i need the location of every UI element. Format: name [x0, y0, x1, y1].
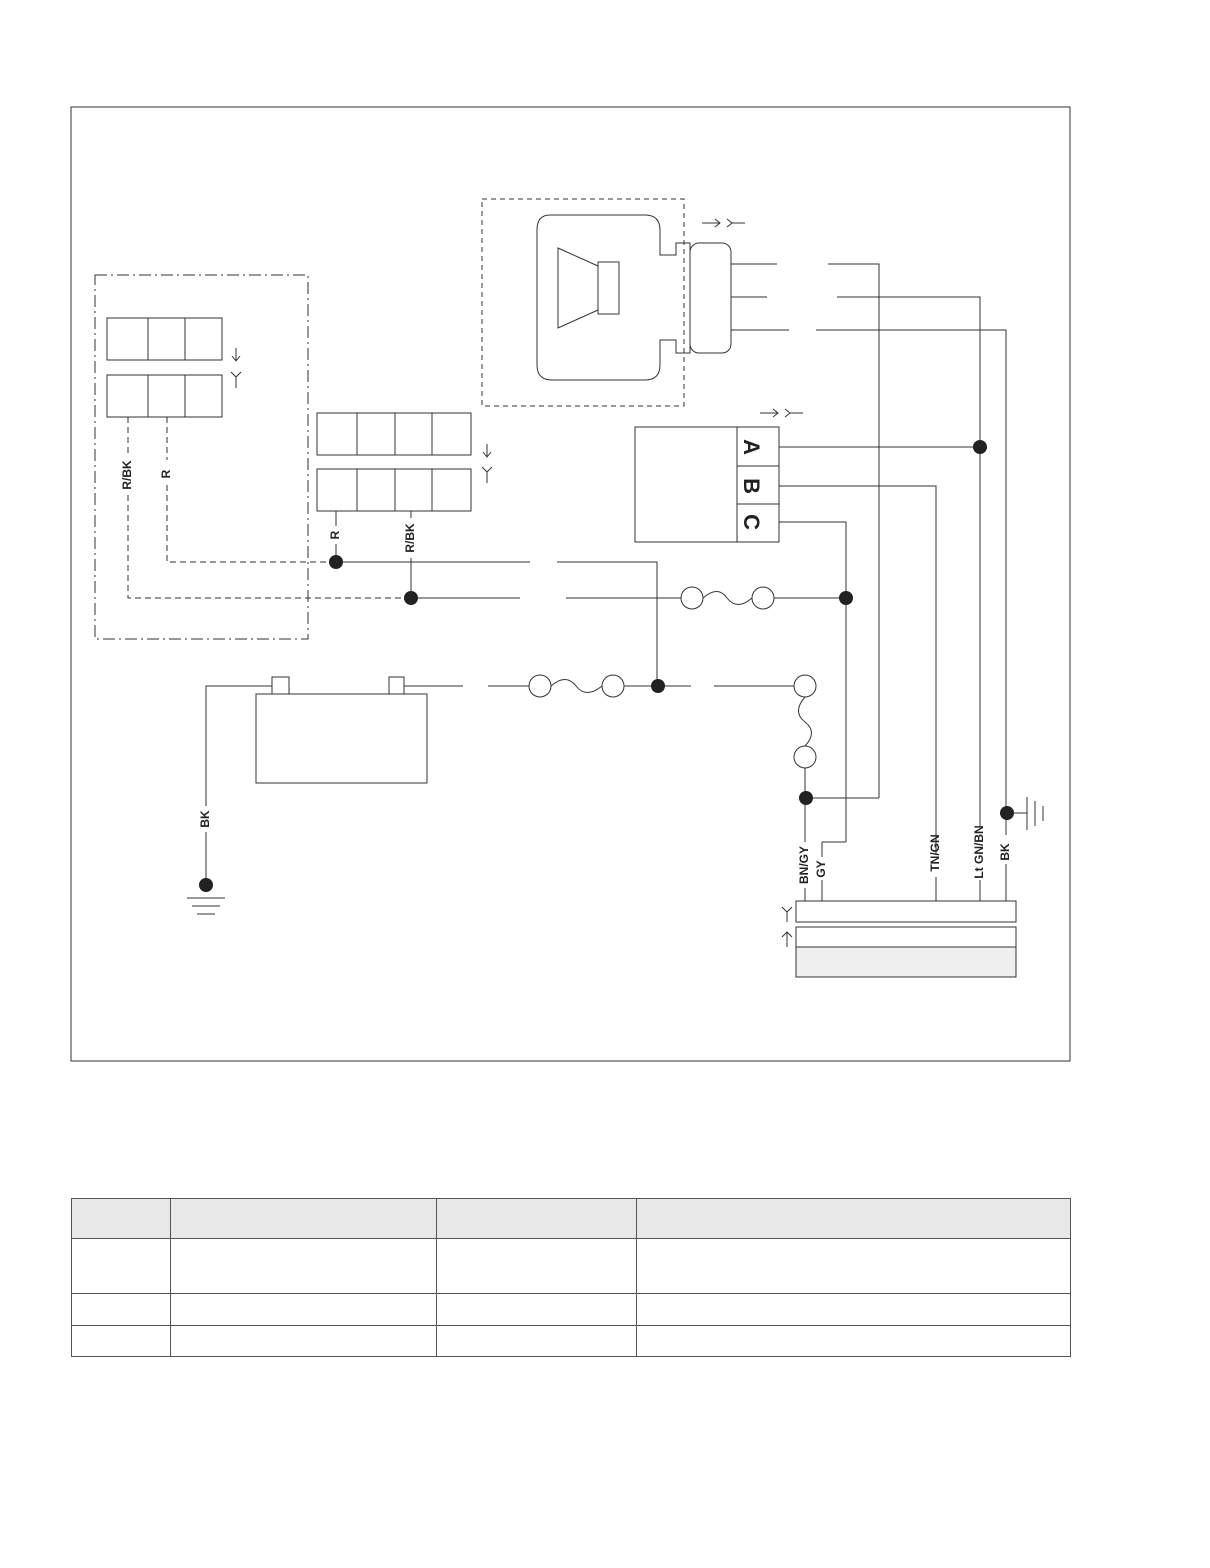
table-header-cell	[71, 1198, 171, 1239]
table-cell	[436, 1238, 637, 1294]
switch-contacts-top	[106, 317, 223, 361]
table-cell	[71, 1293, 171, 1326]
pin-label-c: C	[739, 514, 764, 530]
table-header-row	[71, 1198, 1071, 1239]
table-header-cell	[170, 1198, 437, 1239]
battery	[255, 693, 428, 784]
speaker-icon	[557, 247, 599, 329]
connector-arrow-icon	[702, 218, 745, 228]
junction-dot	[973, 440, 987, 454]
ground-icon	[187, 897, 225, 915]
table-row	[71, 1238, 1071, 1294]
junction-dot	[329, 555, 343, 569]
switch-contacts-bottom	[106, 374, 223, 418]
fuse-1-link	[702, 591, 753, 605]
ground-icon	[1026, 797, 1044, 830]
junction-dot	[199, 878, 213, 892]
fuse-1-terminal	[680, 586, 704, 610]
harness-connector-top	[795, 900, 1017, 923]
junction-dot	[404, 591, 418, 605]
fuse-3-terminal	[793, 745, 817, 769]
junction-dot	[799, 791, 813, 805]
connector-arrow-icon	[760, 408, 803, 418]
speaker-module-outline	[481, 198, 685, 407]
table-cell	[636, 1293, 1071, 1326]
junction-dot	[1000, 806, 1014, 820]
controller-module	[634, 426, 780, 543]
wire-label: Lt GN/BN	[972, 825, 986, 878]
table-header-cell	[636, 1198, 1071, 1239]
switch-module-outline	[94, 274, 309, 640]
legend-table	[71, 1198, 1071, 1357]
fuse-main-link	[550, 679, 603, 693]
wire-label: BK	[998, 843, 1012, 861]
table-cell	[636, 1238, 1071, 1294]
table-header-cell	[436, 1198, 637, 1239]
table-row	[71, 1293, 1071, 1326]
switch2-arrow-icon	[481, 444, 493, 483]
table-cell	[436, 1293, 637, 1326]
pin-label-b: B	[739, 478, 764, 494]
switch2-contacts-bottom	[316, 468, 472, 512]
fuse-main-terminal	[528, 674, 552, 698]
wire-label: R/BK	[403, 523, 417, 553]
table-cell	[170, 1325, 437, 1357]
battery-terminal	[388, 676, 405, 695]
wire-label: R	[159, 469, 173, 478]
table-cell	[636, 1325, 1071, 1357]
fuse-1-terminal	[751, 586, 775, 610]
speaker-housing	[536, 214, 691, 381]
diagram-frame	[70, 106, 1071, 1062]
junction-dot	[839, 591, 853, 605]
wire-label: BK	[198, 810, 212, 828]
pin-label-a: A	[739, 439, 764, 455]
wire-label: R/BK	[120, 460, 134, 490]
fuse-3-terminal	[793, 674, 817, 698]
table-cell	[170, 1238, 437, 1294]
wire-label: R	[328, 530, 342, 539]
table-cell	[71, 1325, 171, 1357]
speaker-connector	[689, 242, 732, 354]
wire-label: GY	[814, 860, 828, 877]
speaker-magnet	[597, 261, 620, 315]
switch-arrow-icon	[230, 348, 242, 388]
table-row	[71, 1325, 1071, 1357]
battery-terminal	[271, 676, 290, 695]
fuse-3-link	[798, 696, 812, 747]
table-cell	[71, 1238, 171, 1294]
harness-arrow-icon	[781, 906, 793, 947]
wire-label: BN/GY	[797, 846, 811, 884]
switch2-contacts-top	[316, 412, 472, 456]
table-cell	[170, 1293, 437, 1326]
fuse-main-terminal	[601, 674, 625, 698]
wire-label: TN/GN	[928, 834, 942, 871]
junction-dot	[651, 679, 665, 693]
table-cell	[436, 1325, 637, 1357]
